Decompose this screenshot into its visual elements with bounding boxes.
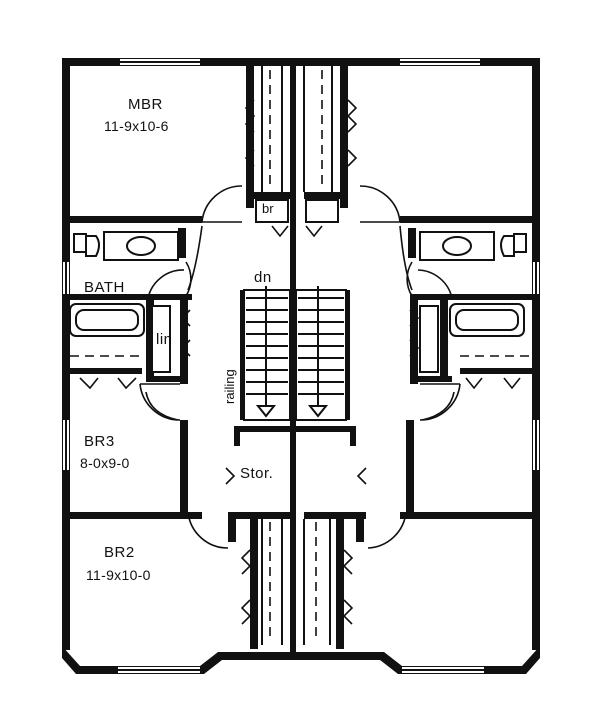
br3-dims: 8-0x9-0 (80, 455, 130, 471)
mbr-dims: 11-9x10-6 (104, 118, 169, 134)
railing-label: railing (222, 369, 237, 404)
bath-label: BATH (84, 279, 125, 296)
stair-direction-label: dn (254, 269, 272, 286)
exterior-walls (62, 58, 540, 674)
bath-fixtures-right (419, 231, 527, 373)
br-label: br (262, 201, 274, 216)
closets (70, 66, 532, 645)
br2-dims: 11-9x10-0 (86, 567, 151, 583)
br2-label: BR2 (104, 544, 135, 561)
hall-outline (145, 225, 455, 485)
mbr-label: MBR (128, 96, 163, 113)
br3-label: BR3 (84, 433, 115, 450)
interior-walls-right (296, 58, 540, 649)
bath-fixtures-left (69, 231, 179, 373)
room-labels: MBR 11-9x10-6 BATH lin br BR3 8-0x9-0 BR… (80, 96, 274, 583)
stairs (240, 286, 350, 421)
interior-walls-left (62, 58, 290, 649)
linen-label: lin (156, 331, 173, 348)
storage-label: Stor. (240, 465, 273, 482)
